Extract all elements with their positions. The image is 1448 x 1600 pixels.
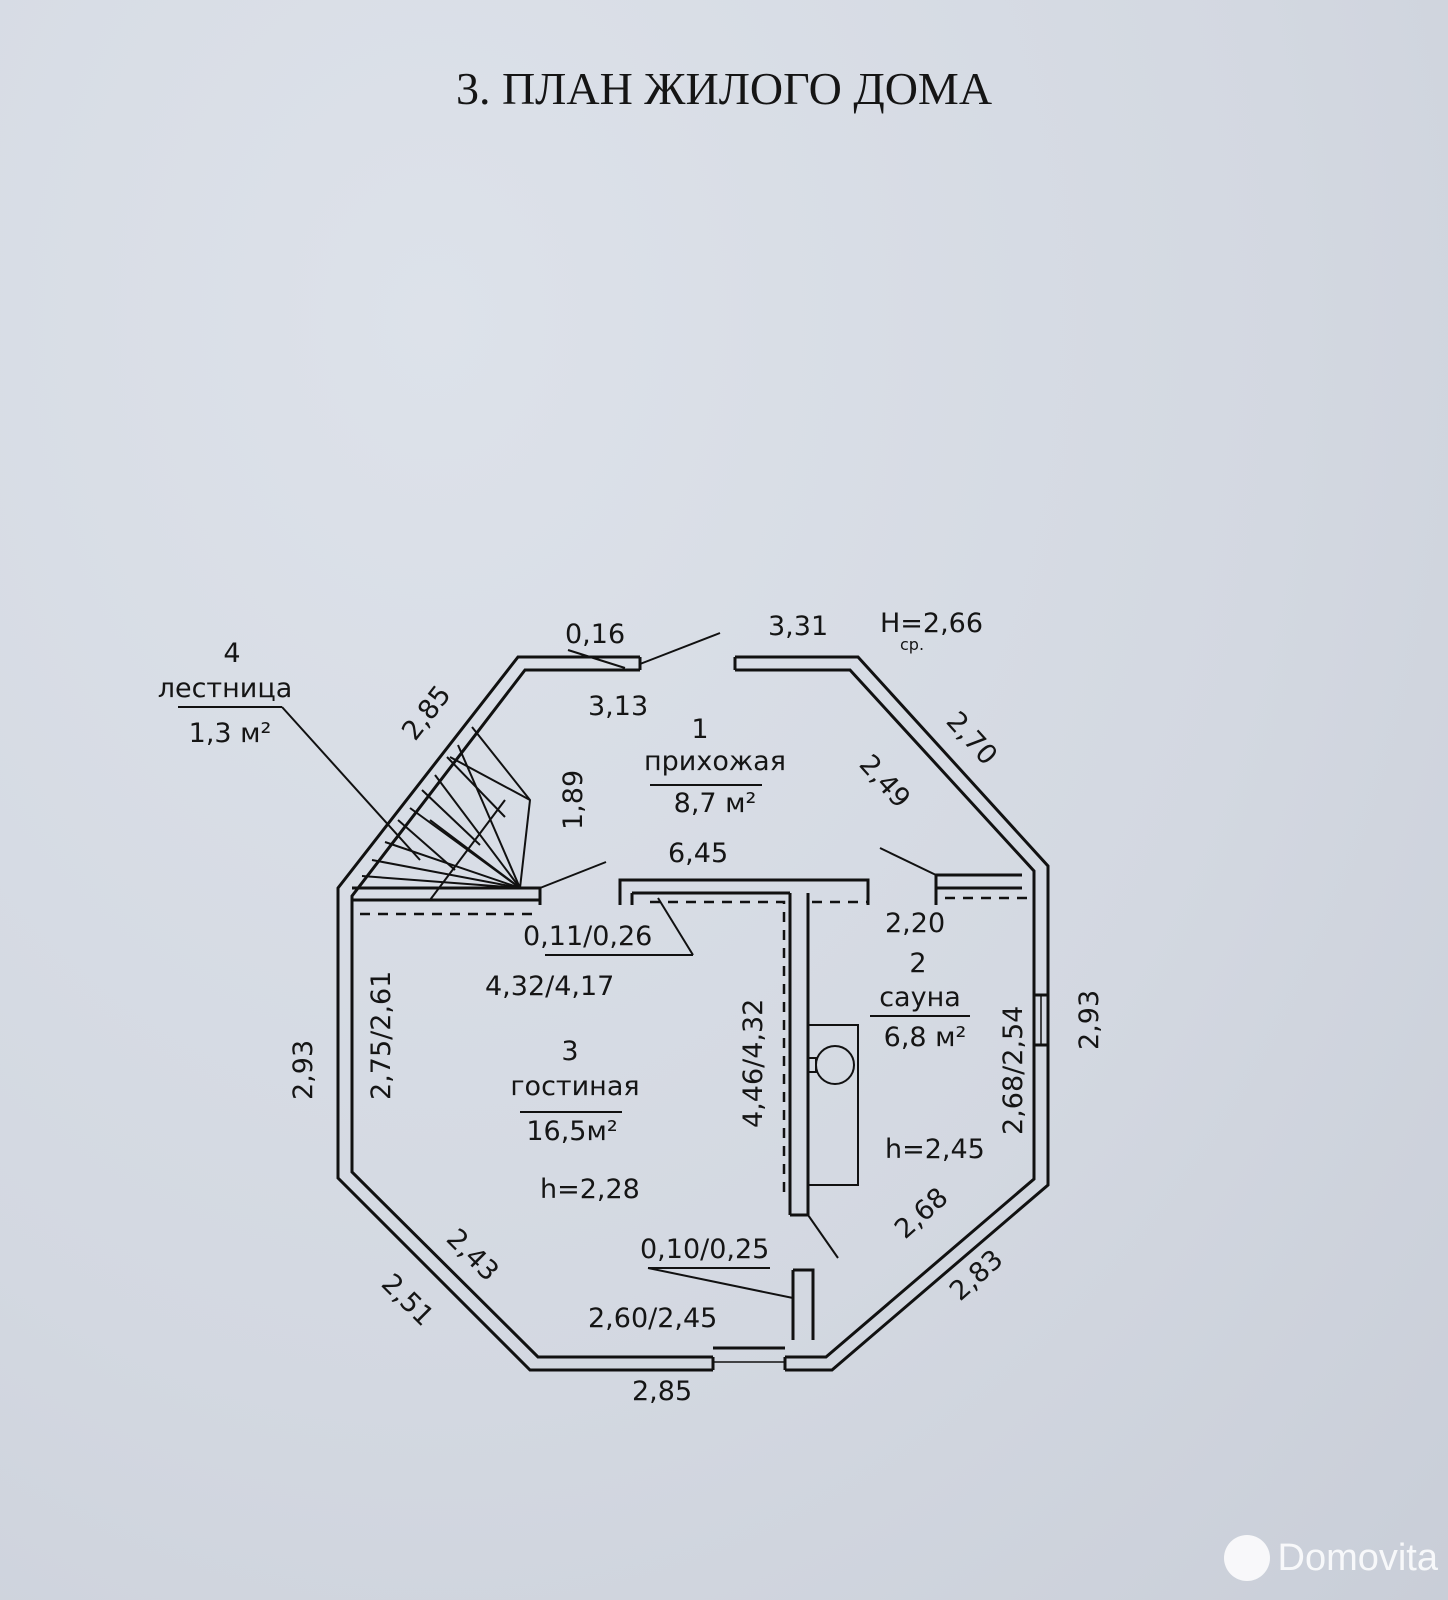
page-title: 3. ПЛАН ЖИЛОГО ДОМА [455, 63, 993, 114]
room-4-number: 4 [223, 638, 240, 669]
watermark-text: Domovita [1277, 1536, 1439, 1579]
dim-diag-bottom-right-in: 2,68 [889, 1182, 954, 1245]
room-3-name: гостиная [510, 1071, 639, 1102]
room-2-number: 2 [909, 948, 926, 979]
dim-partition: 6,45 [668, 838, 728, 869]
room-2-area: 6,8 м² [884, 1022, 967, 1053]
dim-opening-b: 0,10/0,25 [640, 1234, 769, 1265]
dim-diag-bottom-left-in: 2,43 [440, 1223, 504, 1287]
dim-living-left: 2,75/2,61 [366, 971, 397, 1100]
room-3-height: h=2,28 [540, 1174, 640, 1205]
dim-diag-top-right: 2,70 [940, 706, 1003, 771]
inner-wall-line-right [735, 668, 1036, 1359]
dim-opening-a: 0,11/0,26 [523, 921, 652, 952]
room-3-area: 16,5м² [526, 1116, 617, 1147]
dim-hall-right: 2,49 [853, 749, 916, 814]
room-1-name: прихожая [644, 746, 786, 777]
room-1-area: 8,7 м² [674, 788, 757, 819]
house-height: H=2,66 [880, 608, 983, 639]
sauna-stove [807, 1024, 859, 1186]
dim-diag-bottom-left-out: 2,51 [375, 1268, 439, 1332]
dim-right-wall: 2,93 [1074, 990, 1105, 1050]
house-height-sub: ср. [900, 635, 924, 654]
staircase [361, 726, 532, 901]
dim-living-bottom: 2,60/2,45 [588, 1303, 717, 1334]
dim-stair: 1,89 [558, 770, 589, 830]
room-1-number: 1 [691, 714, 708, 745]
dim-diag-top-left: 2,85 [396, 680, 457, 746]
room-4-area: 1,3 м² [189, 718, 272, 749]
room-4-name: лестница [158, 673, 293, 704]
room-2-height: h=2,45 [885, 1134, 985, 1165]
dim-sauna-top: 2,20 [885, 908, 945, 939]
dim-top-left-wall: 0,16 [565, 619, 625, 650]
room-3-number: 3 [561, 1036, 578, 1067]
exterior-walls [336, 655, 1050, 1372]
dim-bottom-wall: 2,85 [632, 1376, 692, 1407]
dim-sauna-right: 2,68/2,54 [998, 1006, 1029, 1135]
door-swings [539, 632, 937, 1259]
room-labels: 1 прихожая 8,7 м² 2 сауна 6,8 м² h=2,45 … [158, 608, 985, 1205]
dim-living-right: 4,46/4,32 [738, 999, 769, 1128]
watermark: Domovita [1223, 1526, 1439, 1590]
outer-wall-line-right [735, 655, 1050, 1372]
dim-left-wall: 2,93 [288, 1040, 319, 1100]
outer-wall-line [336, 655, 713, 1372]
room-2-name: сауна [879, 982, 961, 1013]
dashed-lines [360, 896, 1028, 1200]
dim-hall-top: 3,13 [588, 691, 648, 722]
domovita-logo-icon [1223, 1535, 1270, 1581]
dim-top-right-wall: 3,31 [768, 611, 828, 642]
leader-lines [178, 649, 970, 1299]
inner-wall-line [350, 668, 713, 1359]
dim-living-top: 4,32/4,17 [485, 971, 614, 1002]
dim-diag-bottom-right-out: 2,83 [944, 1244, 1009, 1307]
